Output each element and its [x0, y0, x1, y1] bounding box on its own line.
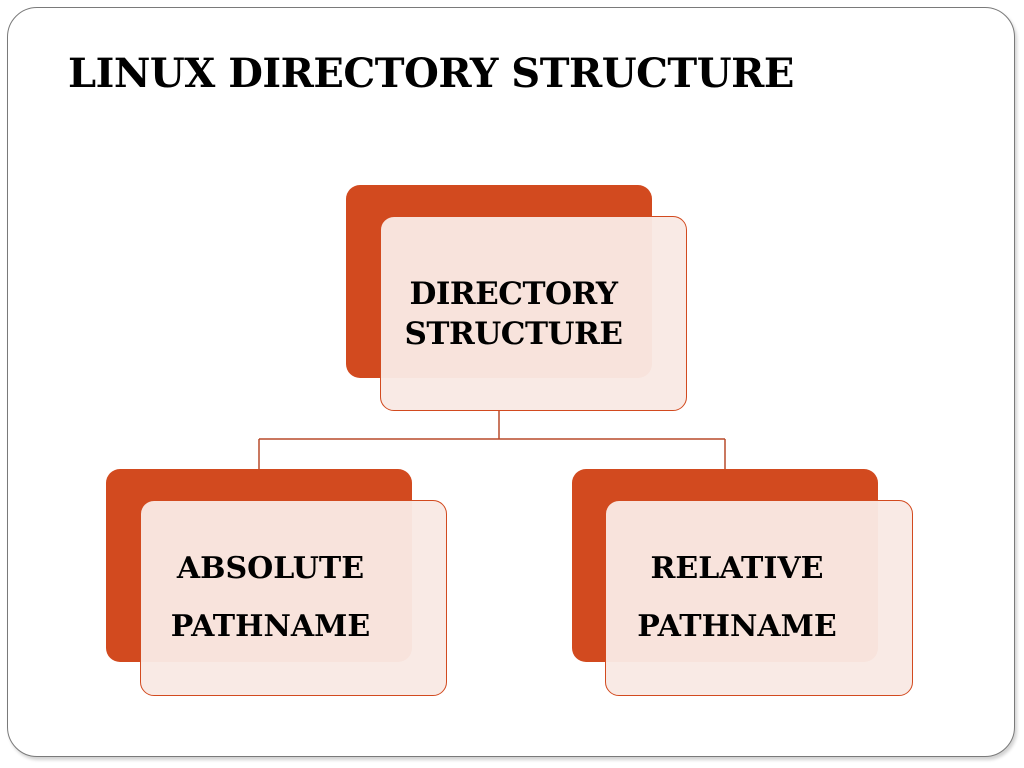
- node-absolute-card: ABSOLUTE PATHNAME: [140, 500, 447, 696]
- node-absolute-label: ABSOLUTE PATHNAME: [170, 551, 371, 644]
- node-relative-card: RELATIVE PATHNAME: [605, 500, 913, 696]
- slide-title: LINUX DIRECTORY STRUCTURE: [68, 50, 794, 97]
- node-relative-label: RELATIVE PATHNAME: [637, 551, 837, 644]
- node-root-label: DIRECTORY STRUCTURE: [404, 275, 623, 352]
- node-root-card: DIRECTORY STRUCTURE: [380, 216, 687, 411]
